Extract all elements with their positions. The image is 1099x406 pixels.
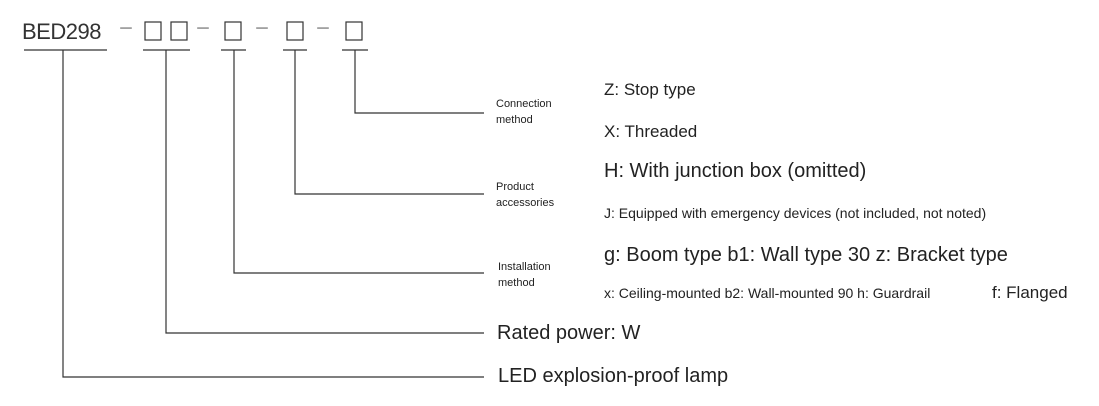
installation-option-f: f: Flanged: [992, 283, 1068, 302]
accessory-option-j: J: Equipped with emergency devices (not …: [604, 205, 987, 221]
connection-option-x: X: Threaded: [604, 122, 698, 141]
leader-connection: [354, 50, 484, 114]
connection-method-label: Connection method: [496, 98, 552, 126]
model-prefix: BED298: [22, 19, 101, 44]
code-box-power-1: [144, 21, 162, 41]
separator-2: －: [195, 21, 212, 38]
leader-accessories: [294, 50, 484, 195]
installation-options-row-2: x: Ceiling-mounted b2: Wall-mounted 90 h…: [604, 285, 931, 301]
leader-installation: [233, 50, 484, 274]
installation-options-row-1: g: Boom type b1: Wall type 30 z: Bracket…: [604, 244, 1008, 266]
leader-lamp: [62, 50, 484, 378]
separator-4: －: [315, 21, 332, 38]
code-box-installation: [224, 21, 242, 41]
separator-1: －: [118, 21, 135, 38]
rated-power-label: Rated power: W: [497, 322, 641, 344]
code-box-power-2: [170, 21, 188, 41]
code-box-connection: [345, 21, 363, 41]
code-box-accessories: [286, 21, 304, 41]
connection-option-z: Z: Stop type: [604, 80, 696, 99]
installation-method-label: Installation method: [498, 261, 551, 289]
product-accessories-label: Product accessories: [496, 181, 555, 209]
separator-3: －: [254, 21, 271, 38]
lamp-type-label: LED explosion-proof lamp: [498, 365, 729, 387]
leader-power: [165, 50, 484, 334]
accessory-option-h: H: With junction box (omitted): [604, 160, 867, 182]
